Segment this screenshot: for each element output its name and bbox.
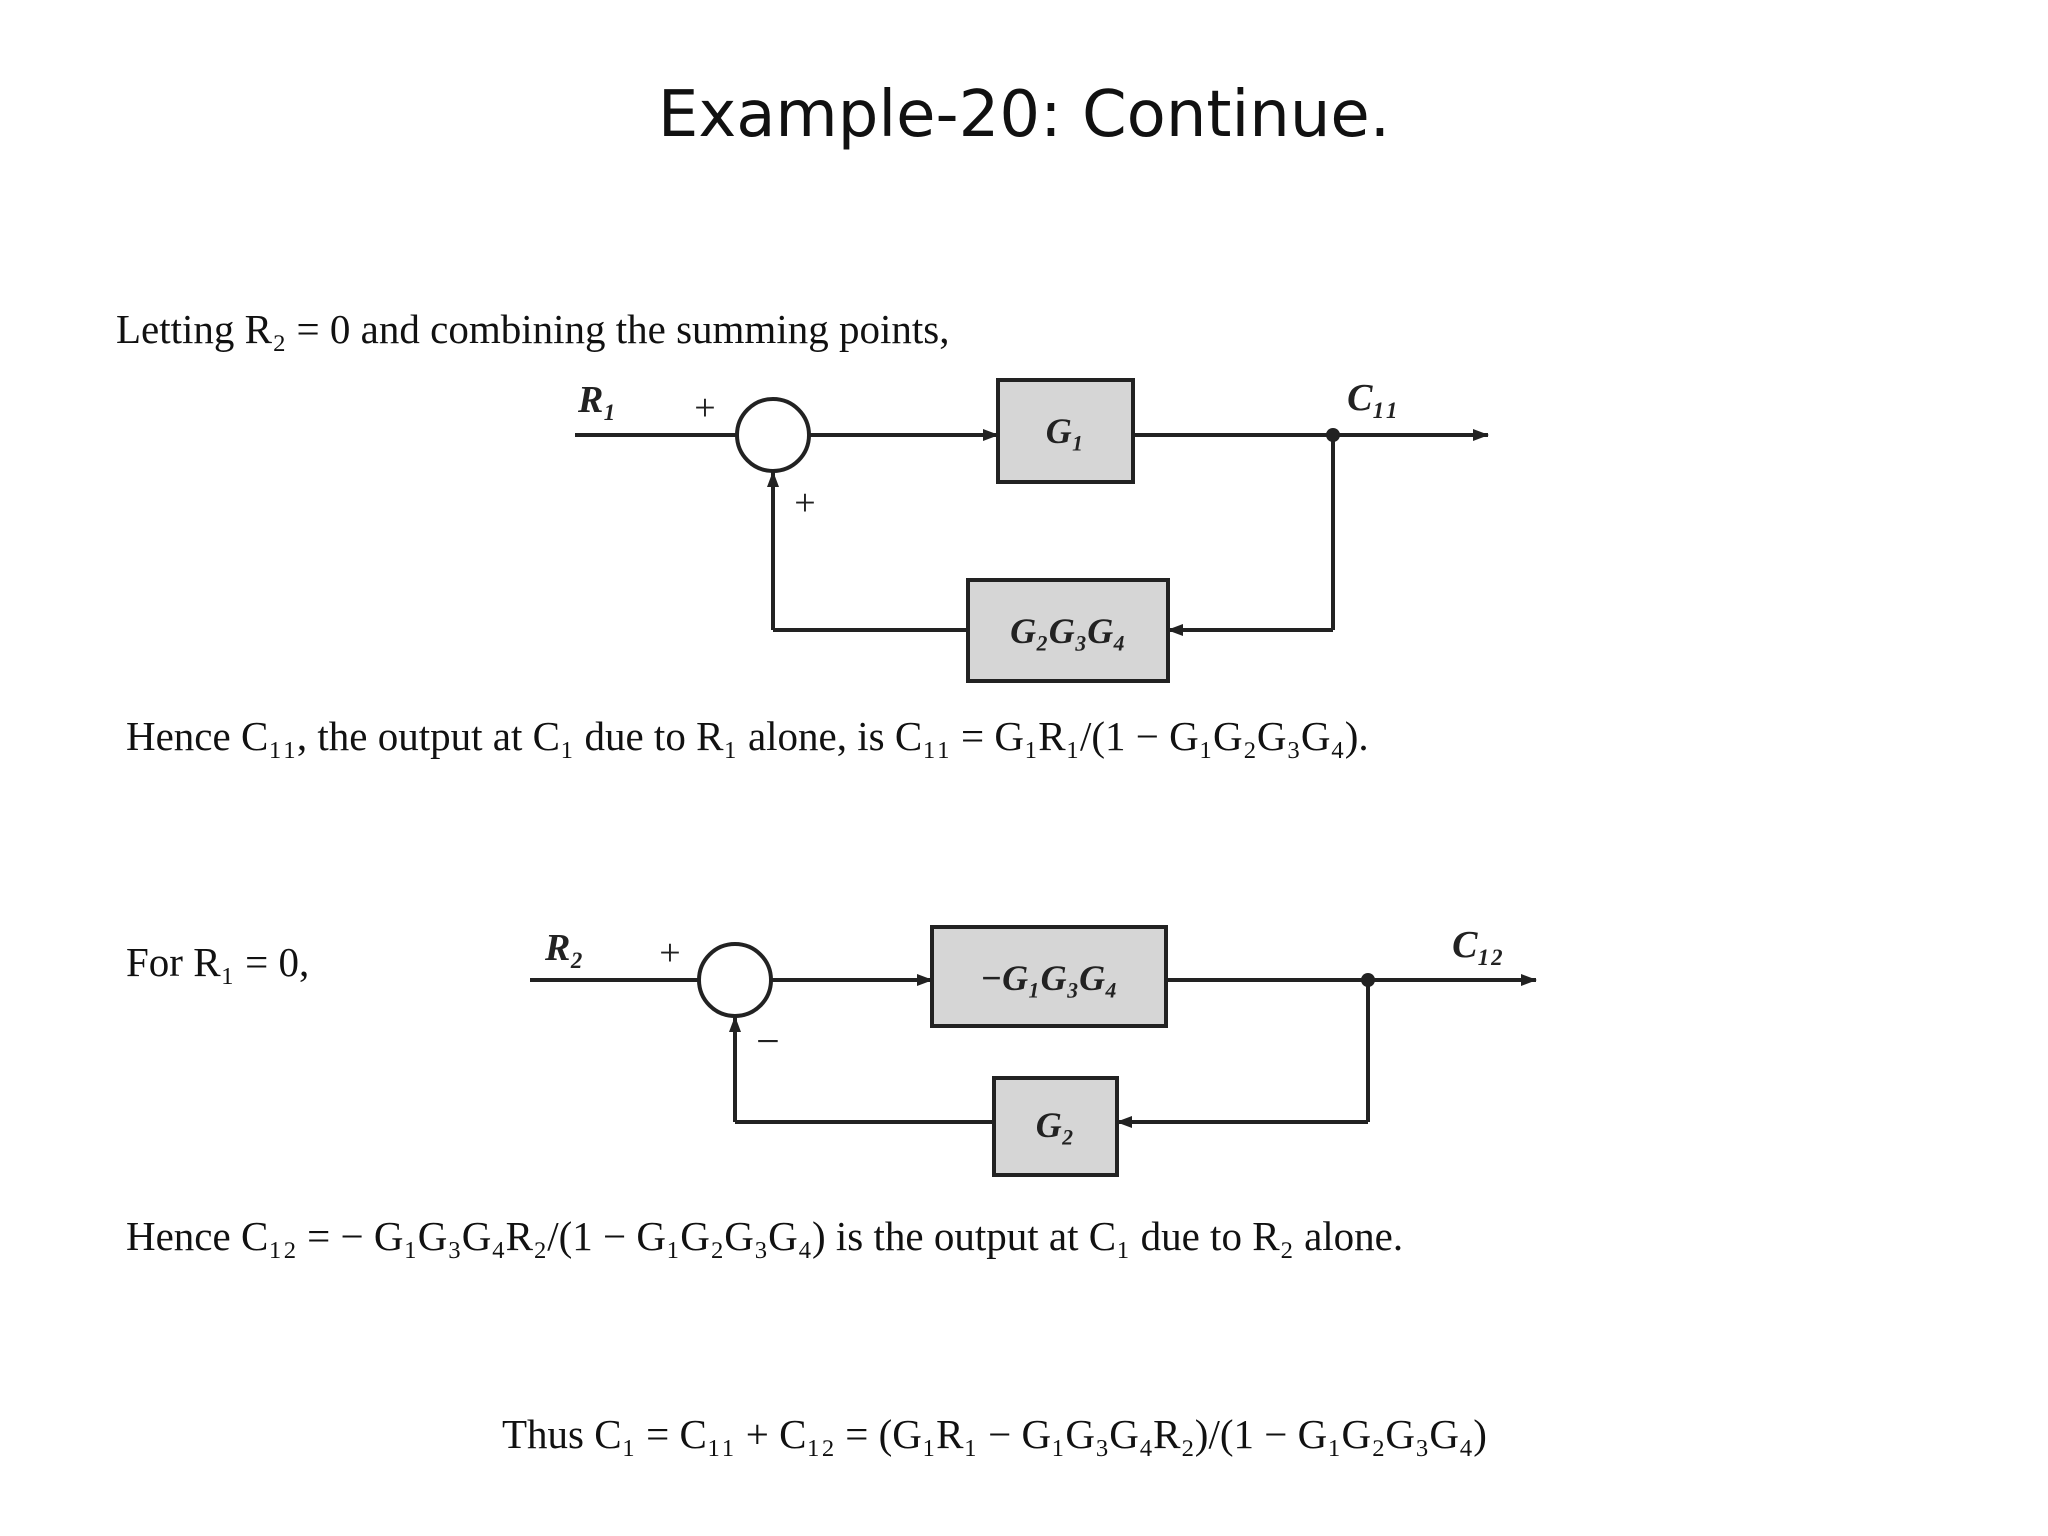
section2-result: Hence C₁₂ = − G₁G₃G₄R₂/(1 − G₁G₂G₃G₄) is… [126,1213,1404,1259]
summing-junction-2 [697,942,773,1018]
diagram1-forward-label: G₁ [1046,411,1085,451]
block-g2g3g4 [966,578,1170,683]
diagram2-sign-input: + [659,932,680,974]
block-g2 [992,1076,1119,1177]
takeoff-point-1 [1326,428,1340,442]
takeoff-point-2 [1361,973,1375,987]
diagram1-output-label: C₁₁ [1347,377,1399,419]
diagram2-forward-label: −G₁G₃G₄ [980,958,1117,998]
diagram1-feedback-label: G₂G₃G₄ [1010,611,1126,651]
conclusion-equation: Thus C₁ = C₁₁ + C₁₂ = (G₁R₁ − G₁G₃G₄R₂)/… [502,1411,1487,1457]
summing-junction-1 [735,397,811,473]
section2-intro: For R₁ = 0, [126,939,310,985]
diagram1-sign-feedback: + [794,482,815,524]
diagram1-signal-lines [575,429,1489,636]
diagram2-input-label: R₂ [544,927,584,969]
diagram2-output-label: C₁₂ [1452,924,1504,966]
block-g1 [996,378,1135,484]
diagram2-feedback-label: G₂ [1036,1105,1075,1145]
slide-title: Example-20: Continue. [657,78,1391,152]
section1-result: Hence C₁₁, the output at C₁ due to R₁ al… [126,713,1369,759]
diagram2-sign-feedback: − [756,1019,780,1065]
diagram2-signal-lines [530,974,1537,1128]
block-neg-g1g3g4 [930,925,1168,1028]
diagram1-input-label: R₁ [577,379,617,421]
section1-intro: Letting R₂ = 0 and combining the summing… [116,306,950,352]
diagram1-sign-input: + [694,387,715,429]
